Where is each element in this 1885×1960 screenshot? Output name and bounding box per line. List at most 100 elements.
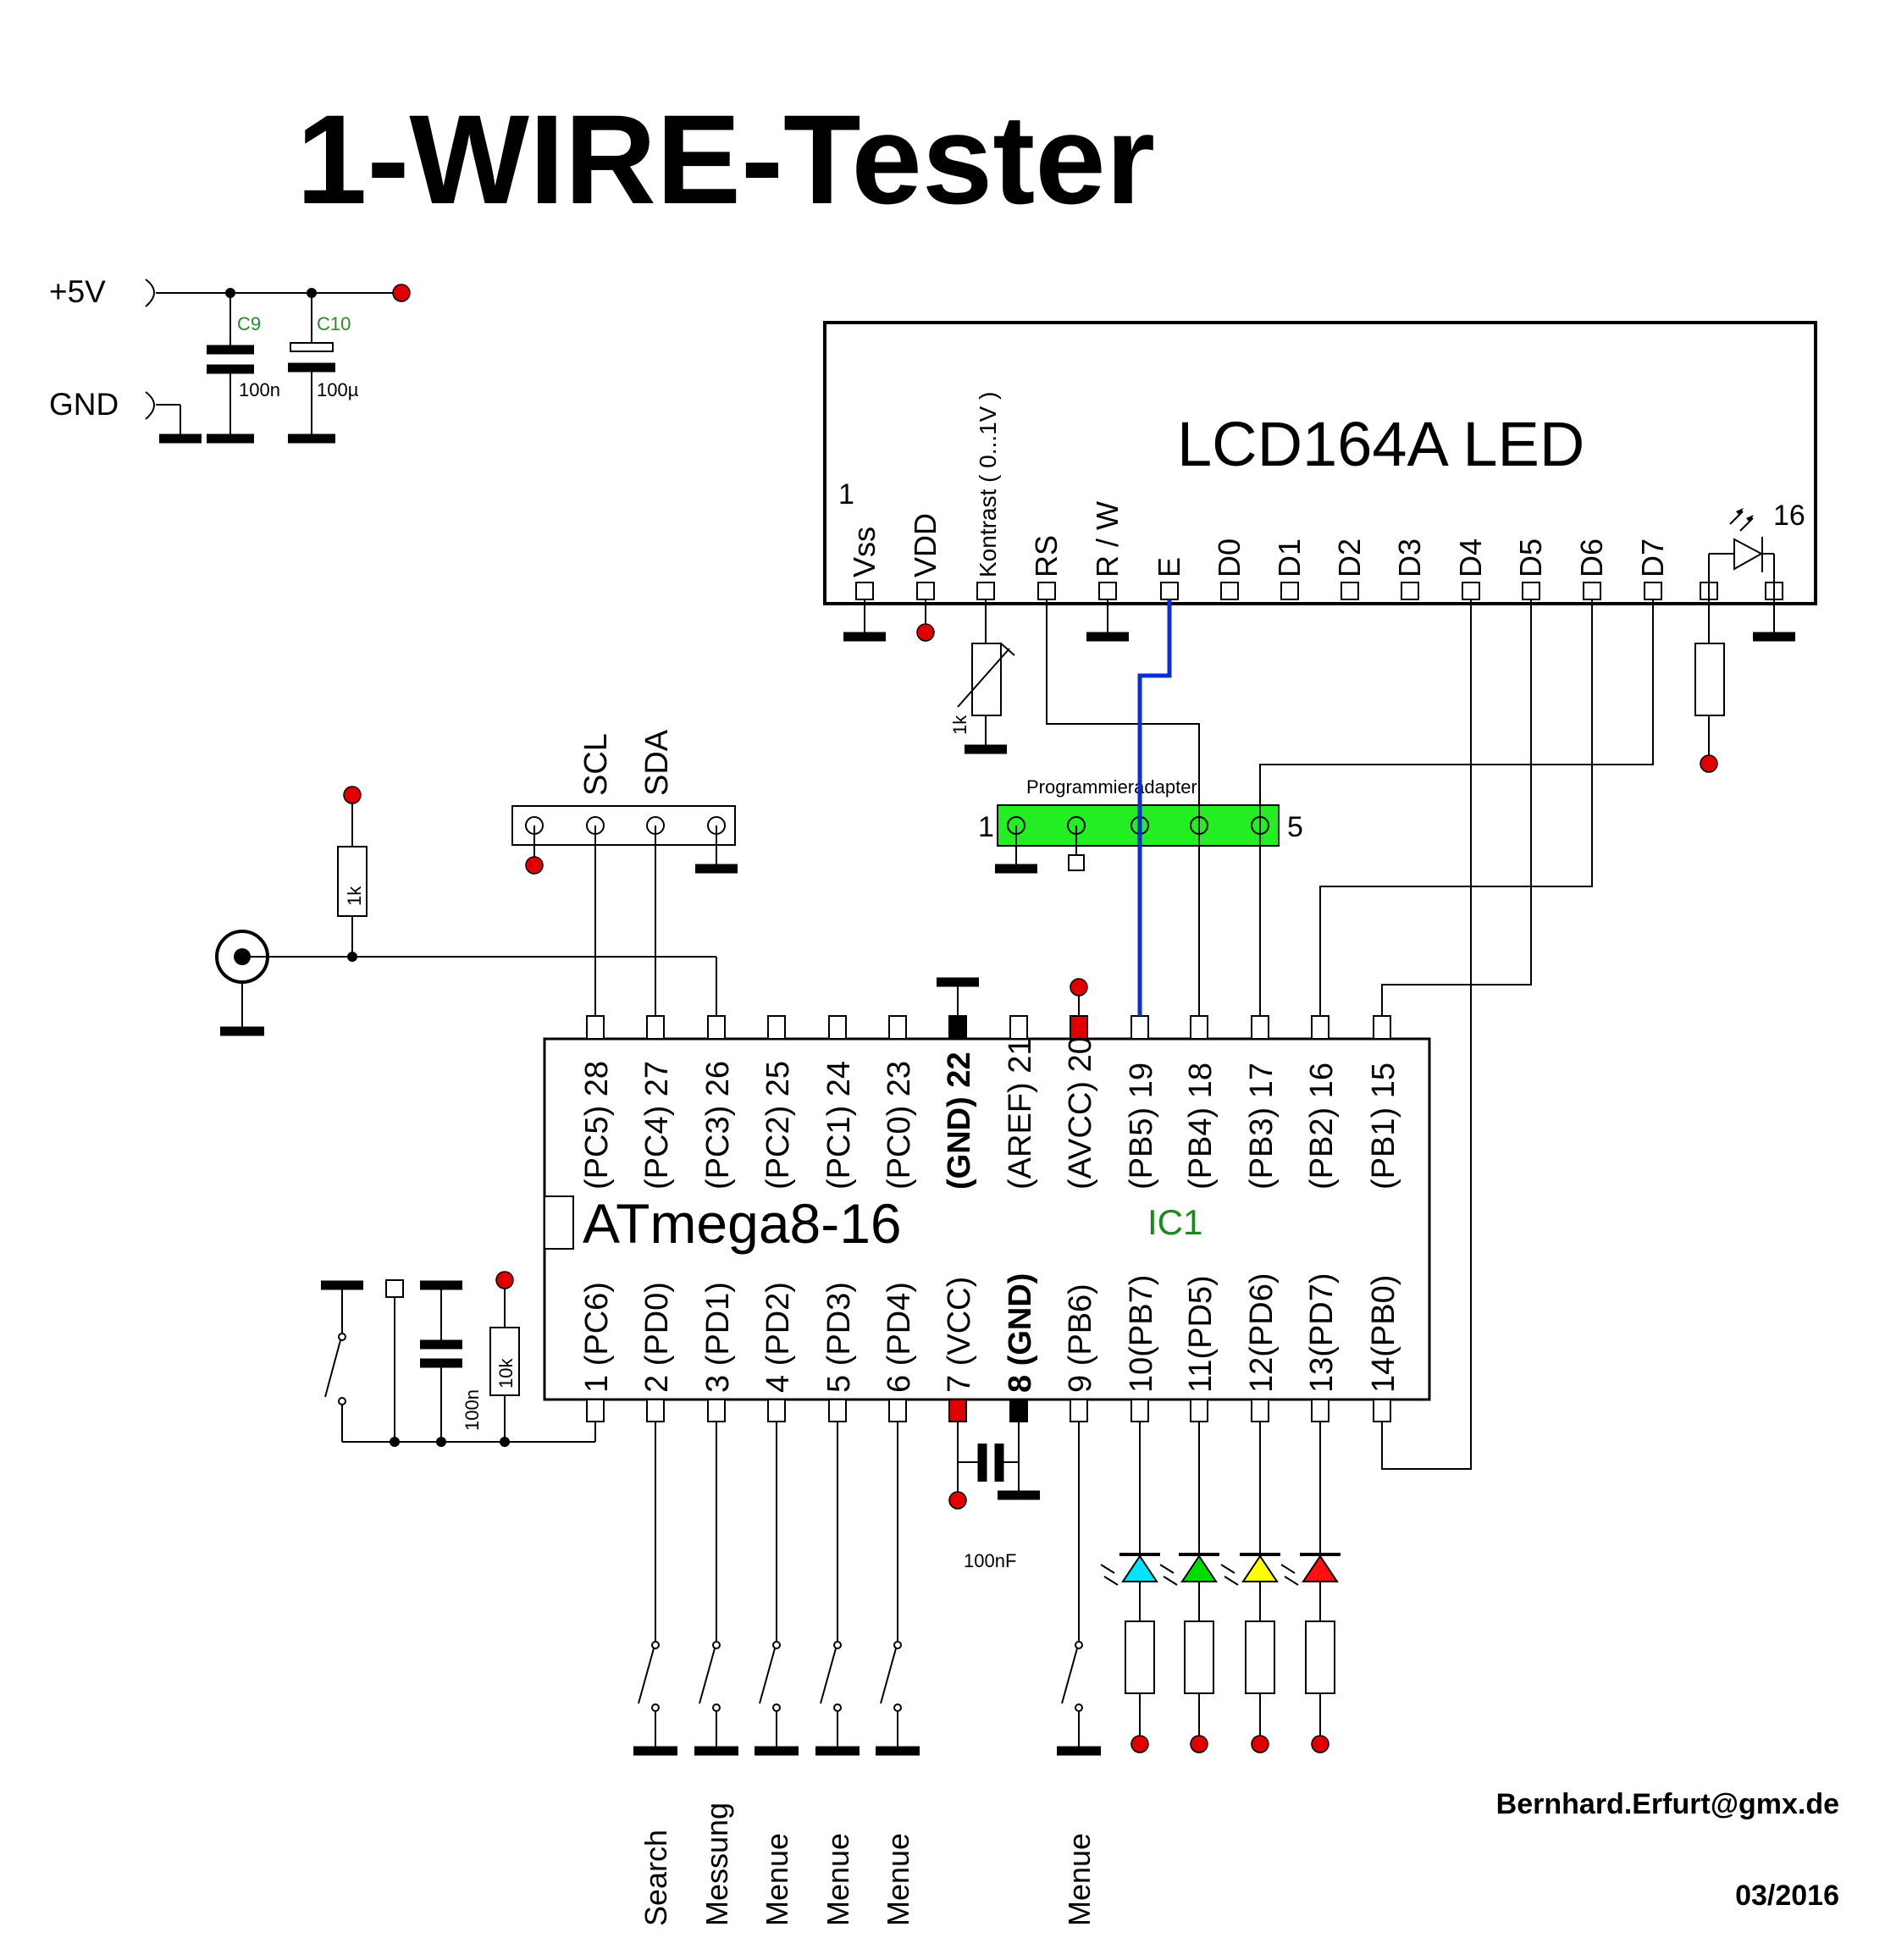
- ic-pin: [1311, 1399, 1329, 1422]
- ic-pin: [646, 1399, 665, 1422]
- led-icon: [1180, 1554, 1218, 1582]
- ic-bottom-pin-label: 9 (PB6): [1063, 1284, 1098, 1393]
- lcd-pin: [1160, 582, 1179, 600]
- lcd-pin-last: 16: [1773, 500, 1805, 532]
- ic-pin: [948, 1015, 967, 1040]
- scl-label: SCL: [578, 733, 614, 796]
- ic-top-pin-label: (PC5) 28: [579, 1061, 615, 1190]
- gnd-label: GND: [49, 387, 119, 422]
- lcd-pin: [1098, 582, 1117, 600]
- ic-pin: [1009, 1399, 1028, 1422]
- switch-icon: [1061, 1648, 1078, 1704]
- ic-bottom-pin-label: 13(PD7): [1304, 1273, 1340, 1394]
- reset-network: 100n 10k: [321, 1271, 596, 1447]
- lcd-name: LCD164A LED: [1177, 409, 1584, 479]
- date: 03/2016: [1735, 1880, 1839, 1912]
- ic-pin: [1251, 1399, 1269, 1422]
- lcd-pin-label: Vss: [847, 527, 882, 577]
- led-icon: [1241, 1554, 1279, 1582]
- ic-pin: [1070, 1015, 1088, 1040]
- ic-bottom-pin-label: 7 (VCC): [942, 1277, 977, 1393]
- prog-label: Programmieradapter: [1026, 776, 1197, 798]
- lcd-supply: 1k: [843, 584, 1795, 773]
- ic-bottom-pin-label: 14(PB0): [1366, 1275, 1401, 1393]
- ic-pin: [1130, 1015, 1149, 1040]
- switch-icon: [638, 1648, 655, 1704]
- ic-top-pin-label: (PC2) 25: [760, 1061, 796, 1190]
- lcd-pin-label: R / W: [1090, 501, 1125, 577]
- ic-top-pin-label: (AVCC) 20: [1063, 1036, 1098, 1190]
- ic-pin: [646, 1015, 665, 1040]
- lcd-pin: [1583, 582, 1601, 600]
- lcd-pin: [1401, 582, 1419, 600]
- lcd-pin-label: VDD: [908, 513, 942, 577]
- ic-bottom-pin-label: 11(PD5): [1183, 1275, 1219, 1393]
- ic-top-pin-label: (PB5) 19: [1124, 1063, 1159, 1190]
- vcc-decoupling: 100nF: [948, 1422, 1040, 1571]
- lcd-pin: [1644, 582, 1662, 600]
- ic-pin: [586, 1399, 605, 1422]
- lcd-pin-first: 1: [838, 478, 854, 511]
- ic-pin: [828, 1399, 847, 1422]
- lcd-pin-label: D1: [1272, 538, 1307, 577]
- ic-ref: IC1: [1147, 1202, 1202, 1242]
- ic-top-pin-label: (PB2) 16: [1304, 1063, 1340, 1190]
- pullup-value: 1k: [344, 886, 365, 906]
- ic-pin: [948, 1399, 967, 1422]
- lcd-pin: [1341, 582, 1359, 600]
- ic-pin: [767, 1015, 786, 1040]
- decoupling-cap-value: 100nF: [964, 1550, 1016, 1571]
- power-supply: +5V GND C9 100n C10 100µ: [49, 274, 411, 444]
- ic-pin: [767, 1399, 786, 1422]
- ic-pin: [828, 1015, 847, 1040]
- switch-icon: [880, 1648, 897, 1704]
- lcd-pin: [855, 582, 874, 600]
- ic-top-pin-label: (PB3) 17: [1244, 1063, 1280, 1190]
- sda-label: SDA: [639, 729, 675, 796]
- lcd-pin-label: D2: [1332, 538, 1367, 577]
- switch-icon: [699, 1648, 716, 1704]
- lcd-pin-label: D6: [1574, 538, 1609, 577]
- ic-bottom-pin-label: 10(PB7): [1124, 1275, 1159, 1393]
- ic-pin: [888, 1015, 907, 1040]
- contrast-pot-value: 1k: [949, 715, 970, 735]
- ic-bottom-pin-label: 1 (PC6): [579, 1282, 615, 1393]
- lcd-pin-label: Kontrast ( 0...1V ): [975, 392, 1001, 577]
- ic-pin: [1190, 1015, 1208, 1040]
- lcd-pin-label: D0: [1212, 538, 1247, 577]
- button-label: Menue: [821, 1833, 855, 1926]
- ic-pin: [1373, 1015, 1391, 1040]
- ic-bottom-pin-label: 5 (PD3): [821, 1282, 857, 1393]
- prog-pin-last: 5: [1287, 811, 1303, 843]
- ic-bottom-pin-label: 12(PD6): [1244, 1273, 1280, 1394]
- ic-top-pin-label: (GND) 22: [942, 1052, 977, 1190]
- ic-pin: [1190, 1399, 1208, 1422]
- ic-pin: [1251, 1015, 1269, 1040]
- lcd-pin: [1037, 582, 1056, 600]
- onewire-socket: 1k: [215, 786, 716, 1036]
- ic-top-pin-label: (PC4) 27: [639, 1061, 675, 1190]
- ic-pin: [707, 1399, 726, 1422]
- lcd-pin: [1522, 582, 1540, 600]
- button-label: Menue: [881, 1833, 915, 1926]
- ic-top-pin-label: (PC0) 23: [882, 1061, 917, 1190]
- ic-bottom-pin-label: 4 (PD2): [760, 1282, 796, 1393]
- vcc-label: +5V: [49, 274, 106, 309]
- ic-top-wiring: [594, 599, 1654, 1470]
- ic-atmega8: ATmega8-16 IC1 (PC5) 28(PC4) 27(PC3) 26(…: [543, 1015, 1431, 1422]
- led-icon: [1302, 1554, 1339, 1582]
- switch-icon: [820, 1648, 837, 1704]
- button-label: Menue: [1062, 1833, 1097, 1926]
- ic-bottom-pin-label: 3 (PD1): [700, 1282, 736, 1393]
- c9-name: C9: [237, 313, 261, 334]
- lcd-pin: [916, 582, 935, 600]
- button-label: Menue: [760, 1833, 794, 1926]
- ic-name: ATmega8-16: [583, 1192, 902, 1255]
- ic-pin: [1130, 1399, 1149, 1422]
- ic-pin: [1009, 1015, 1028, 1040]
- i2c-header: SCL SDA: [511, 729, 738, 875]
- lcd-module: LCD164A LED 1 16 Vss VDD Kontrast ( 0...1V…: [823, 321, 1817, 605]
- page-title: 1-WIRE-Tester: [296, 88, 1155, 230]
- lcd-pin-label: D3: [1392, 538, 1427, 577]
